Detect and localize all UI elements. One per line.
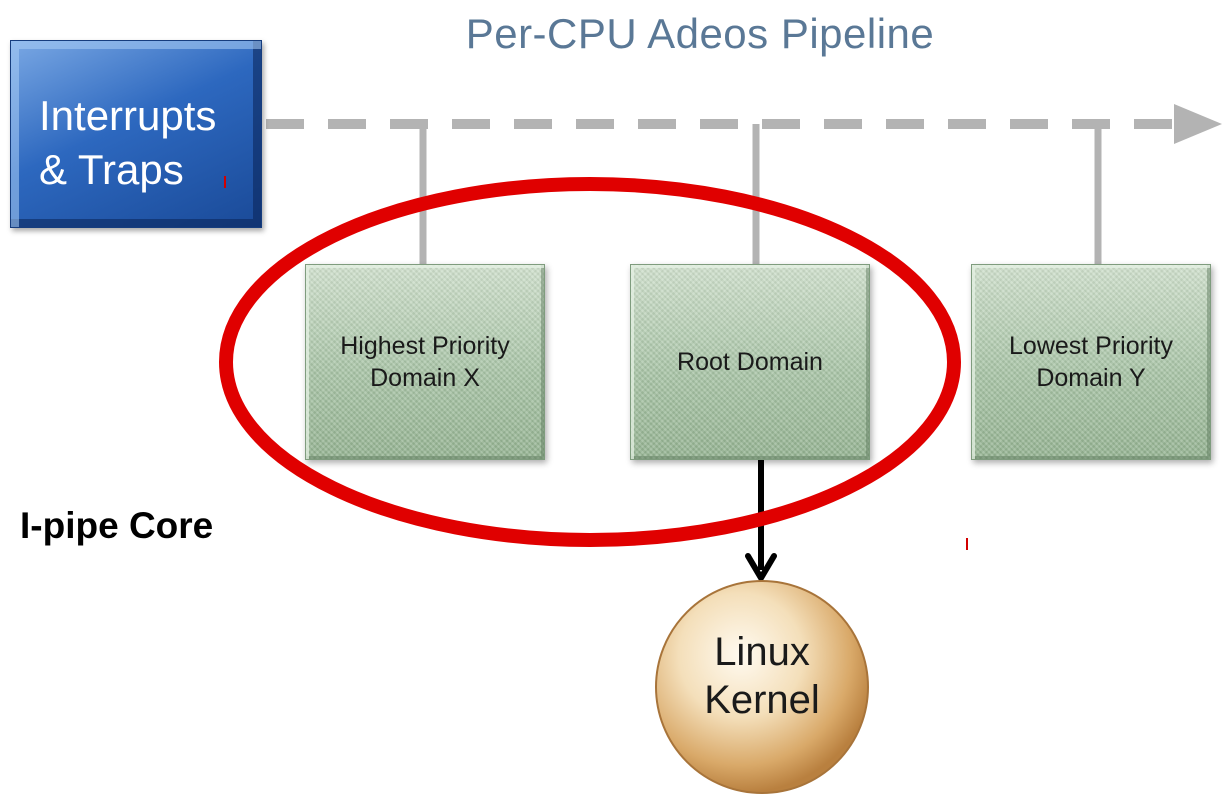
domain-box-lowest-priority: Lowest Priority Domain Y (971, 264, 1211, 460)
domain-box-highest-priority: Highest Priority Domain X (305, 264, 545, 460)
ipipe-core-label: I-pipe Core (20, 505, 214, 546)
kernel-label: Linux Kernel (704, 630, 820, 722)
domain-label-highest-priority: Highest Priority Domain X (340, 332, 510, 392)
root-to-kernel-arrowhead (745, 553, 777, 581)
domain-box-root: Root Domain (630, 264, 870, 460)
domain-label-lowest-priority: Lowest Priority Domain Y (1009, 332, 1173, 392)
diagram-title: Per-CPU Adeos Pipeline (465, 10, 935, 57)
pipeline-arrowhead (1174, 104, 1222, 144)
interrupts-traps-label: Interrupts & Traps (39, 92, 217, 193)
red-mark (966, 538, 968, 550)
kernel-circle (655, 580, 869, 794)
red-mark (224, 176, 226, 188)
domain-label-root: Root Domain (677, 348, 823, 376)
interrupts-traps-box: Interrupts & Traps (10, 40, 262, 228)
